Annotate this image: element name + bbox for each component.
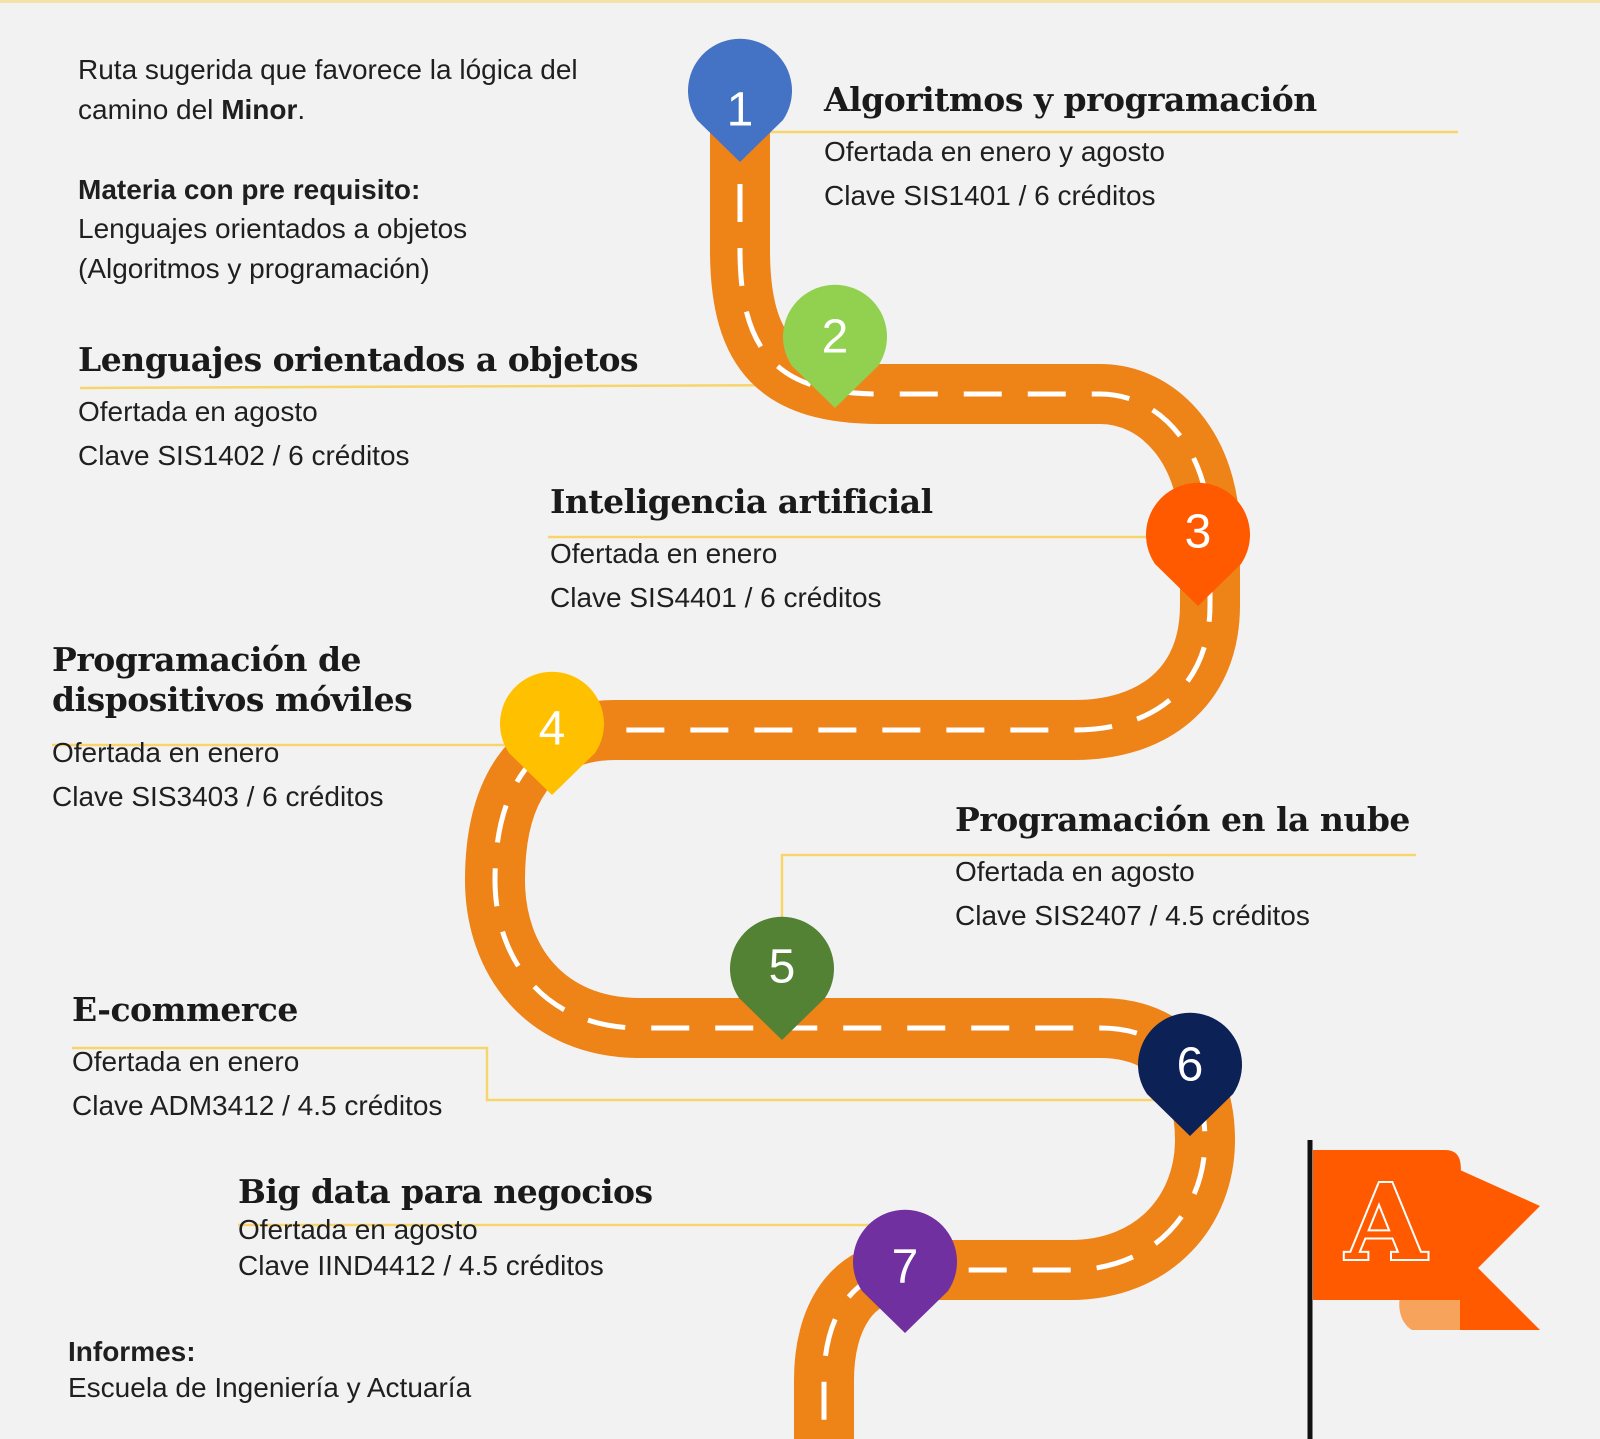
course-code: Clave SIS1402 / 6 créditos — [78, 440, 410, 472]
course-title: Programación en la nube — [955, 800, 1410, 839]
pin-number: 4 — [539, 703, 566, 756]
pin-1: 1 — [688, 38, 793, 162]
course-code: Clave SIS1401 / 6 créditos — [824, 180, 1156, 212]
course-offer: Ofertada en agosto — [78, 396, 318, 428]
course-7: Big data para negocios Ofertada en agost… — [238, 1172, 653, 1284]
minor-label: Minor — [221, 93, 298, 125]
course-offer: Ofertada en agosto — [238, 1214, 478, 1246]
flag-icon: A — [1307, 1140, 1540, 1439]
course-3: Inteligencia artificial Ofertada en ener… — [550, 482, 933, 620]
pin-7: 7 — [853, 1209, 957, 1333]
course-offer: Ofertada en enero — [550, 538, 778, 570]
course-title: Inteligencia artificial — [550, 482, 933, 521]
pin-number: 5 — [769, 941, 796, 994]
prereq-line-1: Lenguajes orientados a objetos — [78, 213, 468, 245]
contact-value: Escuela de Ingeniería y Actuaría — [68, 1372, 472, 1403]
pin-5: 5 — [730, 916, 834, 1040]
pin-2: 2 — [783, 284, 888, 408]
leader-lines — [52, 130, 1458, 1227]
course-title: Lenguajes orientados a objetos — [78, 340, 639, 379]
pin-number: 3 — [1185, 506, 1212, 559]
course-1: Algoritmos y programación Ofertada en en… — [824, 80, 1317, 218]
course-offer: Ofertada en agosto — [955, 856, 1195, 888]
prereq-line-2: (Algoritmos y programación) — [78, 253, 430, 284]
course-code: Clave ADM3412 / 4.5 créditos — [72, 1090, 443, 1122]
pin-3: 3 — [1146, 482, 1250, 606]
intro-line-2: camino del Minor. — [78, 93, 306, 125]
course-offer: Ofertada en enero y agosto — [824, 136, 1165, 168]
top-border — [0, 0, 1600, 3]
course-5: Programación en la nube Ofertada en agos… — [955, 800, 1410, 938]
pin-number: 1 — [727, 84, 754, 137]
course-4: Programación de dispositivos móviles Ofe… — [52, 640, 413, 819]
course-6: E-commerce Ofertada en enero Clave ADM34… — [72, 990, 442, 1128]
intro-line-1: Ruta sugerida que favorece la lógica del — [78, 54, 578, 85]
course-code: Clave SIS4401 / 6 créditos — [550, 582, 882, 614]
course-title-line-1: Programación de — [52, 640, 362, 679]
course-title: Big data para negocios — [238, 1172, 653, 1211]
prereq-title: Materia con pre requisito: — [78, 173, 421, 205]
course-code: Clave SIS3403 / 6 créditos — [52, 780, 384, 812]
flag-letter: A — [1345, 1161, 1428, 1284]
pin-4: 4 — [500, 671, 604, 795]
pin-number: 6 — [1177, 1039, 1204, 1092]
course-title-line-2: dispositivos móviles — [52, 680, 413, 720]
contact-info: Informes: Escuela de Ingeniería y Actuar… — [68, 1334, 471, 1406]
course-offer: Ofertada en enero — [72, 1046, 300, 1078]
course-2: Lenguajes orientados a objetos Ofertada … — [78, 340, 639, 478]
contact-label: Informes: — [68, 1336, 196, 1367]
pin-number: 2 — [822, 311, 849, 364]
pin-6: 6 — [1138, 1012, 1243, 1136]
course-code: Clave SIS2407 / 4.5 créditos — [955, 900, 1310, 932]
course-offer: Ofertada en enero — [52, 736, 280, 768]
road-path — [464, 120, 1240, 1439]
course-code: Clave IIND4412 / 4.5 créditos — [238, 1250, 604, 1282]
course-title: E-commerce — [72, 990, 298, 1029]
course-title: Algoritmos y programación — [824, 80, 1317, 119]
intro-text: Ruta sugerida que favorece la lógica del… — [78, 50, 678, 289]
pin-number: 7 — [892, 1241, 919, 1294]
